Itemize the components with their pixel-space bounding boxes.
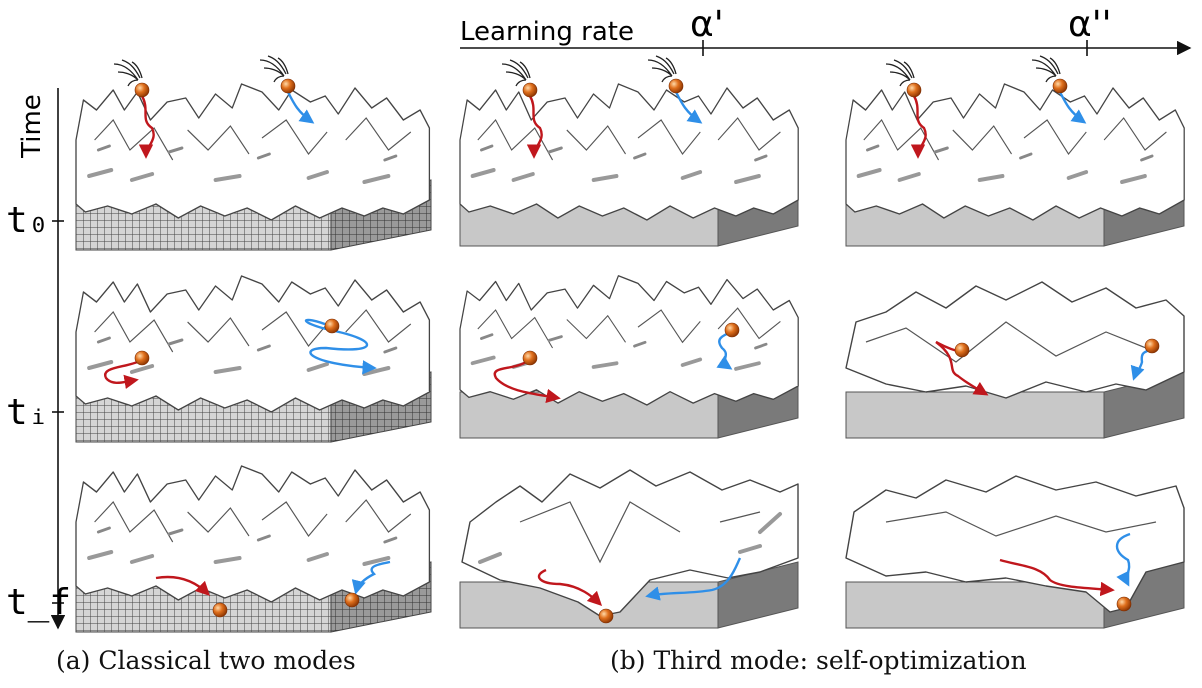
time-axis-label: Time	[17, 94, 47, 159]
ball-icon	[906, 82, 922, 98]
tick-label-ti: tᵢ	[6, 392, 49, 433]
ball-icon	[724, 322, 740, 338]
learning-rate-label: Learning rate	[460, 17, 634, 47]
tick-label-tf: t_f	[6, 582, 71, 623]
ball-icon	[954, 342, 970, 358]
ball-icon	[1116, 596, 1132, 612]
panel-classical-t0	[74, 82, 432, 251]
panel-classical-ti	[74, 274, 432, 443]
caption-classical: (a) Classical two modes	[56, 646, 356, 675]
ball-icon	[134, 350, 150, 366]
ball-icon	[344, 592, 360, 608]
caption-third-mode: (b) Third mode: self-optimization	[610, 646, 1027, 675]
panel-classical-tf	[74, 464, 432, 633]
ball-icon	[522, 350, 538, 366]
learning-rate-axis	[460, 40, 1192, 56]
tick-label-alpha-double-prime: α''	[1068, 4, 1112, 45]
hand-icon	[259, 55, 289, 83]
paths-t0	[138, 91, 1087, 159]
hand-icon	[647, 55, 677, 83]
panel-alpha-prime-ti	[458, 273, 801, 439]
ball-icon	[212, 602, 228, 618]
panel-alpha-prime-t0	[458, 82, 801, 247]
hand-icon	[885, 59, 915, 87]
tick-label-alpha-prime: α'	[690, 4, 724, 45]
tick-label-t0: t₀	[6, 200, 49, 241]
time-axis	[50, 88, 66, 630]
panel-alpha-double-prime-ti	[845, 281, 1185, 439]
ball-icon	[522, 82, 538, 98]
ball-icon	[1052, 78, 1068, 94]
panel-alpha-double-prime-tf	[845, 475, 1185, 629]
ball-icon	[668, 78, 684, 94]
hand-icon	[113, 59, 143, 87]
hand-icon	[1031, 55, 1061, 83]
ball-icon	[280, 78, 296, 94]
panel-alpha-double-prime-t0	[844, 82, 1187, 247]
ball-icon	[324, 318, 340, 334]
ball-icon	[1144, 338, 1160, 354]
paths-tf	[155, 532, 1131, 607]
panel-alpha-prime-tf	[459, 469, 799, 629]
hand-icon	[501, 59, 531, 87]
ball-icon	[134, 82, 150, 98]
ball-icon	[598, 608, 614, 624]
